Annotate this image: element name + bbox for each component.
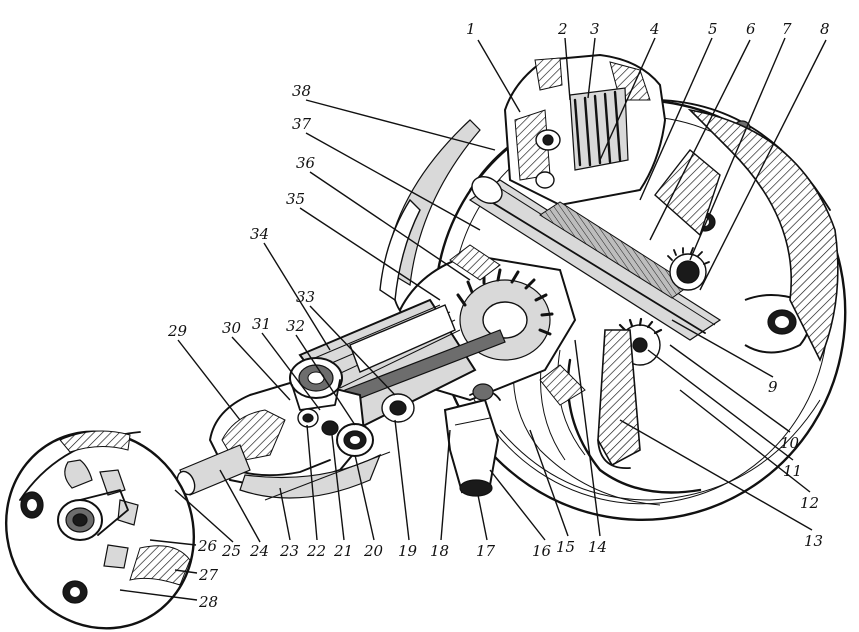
- callout-37: 37: [292, 115, 312, 133]
- spring-ring: [336, 423, 374, 457]
- pin-joint: [321, 420, 339, 436]
- callout-32: 32: [286, 317, 305, 335]
- callout-35: 35: [286, 190, 305, 208]
- callout-11: 11: [783, 462, 802, 480]
- callout-38: 38: [292, 82, 311, 100]
- callout-17: 17: [476, 542, 496, 560]
- callout-16: 16: [532, 542, 552, 560]
- end-cap: [4, 430, 196, 630]
- callout-15: 15: [556, 538, 575, 556]
- callout-26: 26: [197, 537, 218, 555]
- drive-gear: [569, 87, 629, 171]
- leader-lines: [119, 37, 827, 601]
- callout-14: 14: [588, 538, 607, 556]
- toothed-ring: [667, 247, 710, 291]
- small-ring: [297, 408, 319, 428]
- callout-30: 30: [222, 319, 242, 337]
- callout-5: 5: [708, 20, 718, 38]
- callout-4: 4: [649, 20, 660, 38]
- valve-block: [208, 357, 391, 501]
- internal-gear: [64, 459, 139, 569]
- callout-28: 28: [198, 593, 218, 611]
- callout-12: 12: [800, 494, 819, 512]
- callout-22: 22: [306, 542, 326, 560]
- callout-19: 19: [398, 542, 418, 560]
- callout-36: 36: [296, 154, 316, 172]
- callout-1: 1: [466, 20, 476, 38]
- callout-2: 2: [557, 20, 568, 38]
- elbow-fitting: [443, 383, 501, 497]
- callout-23: 23: [279, 542, 299, 560]
- callout-25: 25: [221, 542, 241, 560]
- callout-27: 27: [198, 566, 219, 584]
- callout-33: 33: [296, 288, 315, 306]
- callout-6: 6: [746, 20, 756, 38]
- callout-7: 7: [782, 20, 792, 38]
- callout-10: 10: [780, 434, 800, 452]
- main-shaft: [468, 176, 722, 341]
- callout-9: 9: [768, 378, 778, 396]
- callout-3: 3: [590, 20, 600, 38]
- callout-8: 8: [820, 20, 830, 38]
- callout-31: 31: [252, 315, 271, 333]
- upper-gear-housing: [503, 53, 667, 207]
- callout-34: 34: [250, 225, 269, 243]
- callout-29: 29: [167, 322, 188, 340]
- callout-24: 24: [249, 542, 269, 560]
- callout-18: 18: [430, 542, 449, 560]
- callout-21: 21: [333, 542, 353, 560]
- callout-labels: 1 2 3 4 5 6 7 8 9 10 11 12 13 14 15 16 1…: [167, 20, 830, 611]
- release-lever: [597, 329, 641, 469]
- rear-cover: [379, 119, 481, 321]
- connecting-shaft: [176, 444, 251, 496]
- callout-13: 13: [804, 532, 823, 550]
- callout-20: 20: [363, 542, 384, 560]
